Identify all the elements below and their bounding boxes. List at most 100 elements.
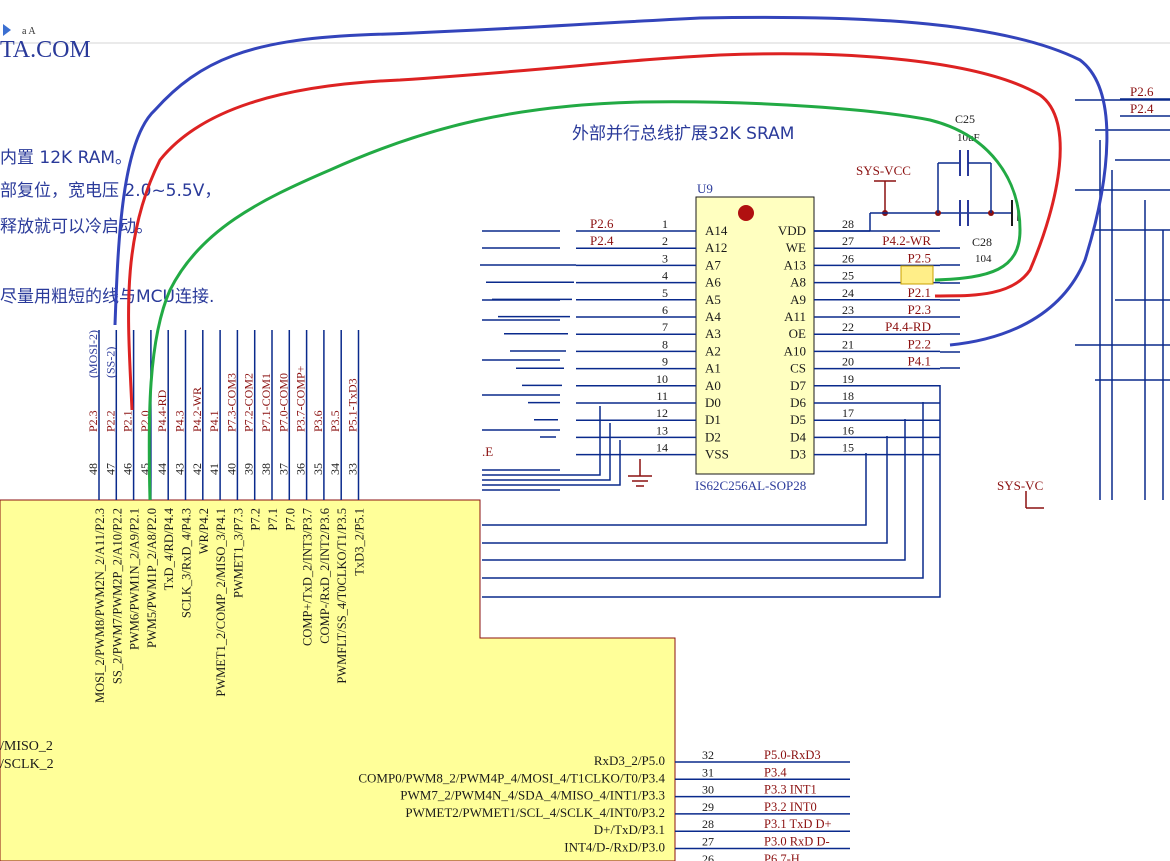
mcu-net-label: P2.3 — [86, 410, 100, 432]
sram-pin-name: WE — [786, 240, 806, 255]
sram-net-label: P4.2-WR — [882, 233, 931, 248]
mcu-net-label: P3.2 INT0 — [764, 800, 817, 814]
red-hand-curve — [127, 52, 1062, 411]
mcu-pin-function: INT4/D-/RxD/P3.0 — [564, 840, 665, 855]
mcu-pin-function: SCLK_3/RxD_4/P4.3 — [180, 508, 194, 618]
c25-label: C25 — [955, 112, 975, 126]
doc-fragment: TA.COM 内置 12K RAM。 部复位，宽电压 2.0~5.5V， 释放就… — [0, 37, 221, 307]
mcu-net-label: P7.2-COM2 — [242, 373, 256, 432]
power-section: SYS-VCC C25 10uF C28 104 SYS-VC — [628, 112, 1044, 509]
doc-line-4: 尽量用粗短的线与MCU连接. — [0, 287, 214, 307]
sram-chip — [695, 196, 815, 475]
mcu-pin-number: 26 — [702, 852, 714, 861]
sram-pin-number: 2 — [662, 234, 668, 248]
mcu-net-label: P3.6 — [311, 410, 325, 432]
mcu-pin-function: RxD3_2/P5.0 — [594, 753, 665, 768]
mcu-net-label: P5.1-TxD3 — [346, 378, 360, 432]
mcu-pin-number: 42 — [190, 463, 204, 475]
mcu-pin-function: WR/P4.2 — [197, 508, 211, 554]
sram-pin-name: D3 — [790, 447, 806, 462]
sram-pin-name: A6 — [705, 275, 721, 290]
sram-pin-name: VDD — [778, 223, 806, 238]
mcu-pin-number: 40 — [224, 463, 238, 475]
doc-line-3: 释放就可以冷启动。 — [0, 217, 153, 237]
sram-pin-name: A11 — [784, 309, 806, 324]
mcu-net-label: P4.4-RD — [155, 389, 169, 432]
bus-wire — [482, 423, 611, 481]
far-right-net-2: P2.4 — [1130, 101, 1154, 116]
doc-title-fragment: TA.COM — [0, 37, 91, 63]
sram-pin-name: D4 — [790, 429, 806, 444]
sram-pin-name: D1 — [705, 412, 721, 427]
mcu-net-label: P5.0-RxD3 — [764, 748, 821, 762]
mcu-pin-number: 33 — [346, 463, 360, 475]
sram-pin-name: D6 — [790, 395, 806, 410]
mcu-pin-function: PWMET1_2/COMP_2/MISO_3/P4.1 — [214, 508, 228, 697]
font-size-icon[interactable]: a A — [22, 26, 36, 37]
sram-pin-name: A8 — [790, 275, 806, 290]
mcu-net-label: P6.7-H — [764, 852, 800, 861]
mcu-pin-number: 38 — [259, 463, 273, 475]
sram-pin-name: OE — [789, 326, 806, 341]
mcu-pin-function: MOSI_2/PWM8/PWM2N_2/A11/P2.3 — [93, 508, 107, 703]
bus-wire — [482, 419, 906, 561]
mcu-pin-number: 30 — [702, 783, 714, 797]
sram-pin-name: A14 — [705, 223, 728, 238]
green-hand-curve — [147, 100, 1022, 501]
mcu-left-frag-1: /MISO_2 — [0, 739, 53, 754]
c28-value: 104 — [975, 253, 992, 265]
mcu-pin-function: PWM5/PWM1P_2/A8/P2.0 — [145, 508, 159, 648]
mcu-pin-number: 47 — [103, 463, 117, 475]
sram-pin-name: A12 — [705, 240, 727, 255]
sram-pin-number: 4 — [662, 269, 668, 283]
far-right-net-1: P2.6 — [1130, 84, 1154, 99]
sram-pin-name: D0 — [705, 395, 721, 410]
mcu-net-label: P3.4 — [764, 765, 787, 779]
mcu-pin-function: PWMET2/PWMET1/SCL_4/SCLK_4/INT0/P3.2 — [405, 805, 665, 820]
sram-pin-name: A7 — [705, 257, 721, 272]
sram-pin-number: 1 — [662, 217, 668, 231]
sram-pin-number: 15 — [842, 441, 854, 455]
sram-refdes: U9 — [697, 181, 713, 196]
sram-net-label: P2.3 — [908, 302, 931, 317]
mcu-net-label: P2.1 — [121, 410, 135, 432]
bus-wire — [482, 385, 941, 598]
mcu-net-label: P2.2 — [103, 410, 117, 432]
mcu-pin-function: PWMET1_3/P7.3 — [231, 508, 245, 598]
sram-pin-name: VSS — [705, 447, 729, 462]
sram-pin-number: 28 — [842, 217, 854, 231]
mcu-alt-label: (SS-2) — [103, 347, 117, 378]
sram-pin-name: A13 — [784, 257, 806, 272]
mcu-net-label: P7.3-COM3 — [224, 373, 238, 432]
mcu-net-label: P4.3 — [173, 410, 187, 432]
mcu-pin-number: 27 — [702, 835, 714, 849]
sys-vcc2-label: SYS-VC — [997, 478, 1043, 493]
mcu-pin-function: COMP-/RxD_2/INT2/P3.6 — [318, 508, 332, 644]
sram-pin-number: 9 — [662, 355, 668, 369]
mcu-net-label: P4.1 — [207, 410, 221, 432]
mcu-net-label: P3.7-COMP+ — [294, 365, 308, 432]
mcu-net-label: P3.1 TxD D+ — [764, 817, 832, 831]
mcu-pin-function: COMP0/PWM8_2/PWM4P_4/MOSI_4/T1CLKO/T0/P3… — [358, 770, 665, 785]
sram-pin-name: D7 — [790, 378, 806, 393]
mcu-net-label: P3.3 INT1 — [764, 783, 817, 797]
sram-pin-number: 14 — [656, 441, 668, 455]
mcu-pin-function: SS_2/PWM7/PWM2P_2/A10/P2.2 — [110, 508, 124, 684]
mcu-pin-function: TxD_4/RD/P4.4 — [162, 507, 176, 590]
sram-pin-number: 6 — [662, 303, 668, 317]
c28-label: C28 — [972, 235, 992, 249]
sram-pin-number: 22 — [842, 320, 854, 334]
sram-pin-name: CS — [790, 361, 806, 376]
sram-title: 外部并行总线扩展32K SRAM — [572, 124, 794, 144]
sram-pin-number: 27 — [842, 234, 854, 248]
mcu-pin-number: 44 — [155, 463, 169, 475]
mcu-net-label: P3.5 — [328, 410, 342, 432]
mcu-pin-number: 28 — [702, 817, 714, 831]
bus-wire — [482, 453, 867, 526]
doc-line-1: 内置 12K RAM。 — [0, 148, 132, 168]
sram-right-pins: 28VDD27WEP4.2-WR26A13P2.525A8P2.024A9P2.… — [778, 217, 940, 462]
play-icon[interactable] — [3, 24, 11, 36]
sram-pin-number: 26 — [842, 251, 854, 265]
sram-part: IS62C256AL-SOP28 — [695, 478, 806, 493]
